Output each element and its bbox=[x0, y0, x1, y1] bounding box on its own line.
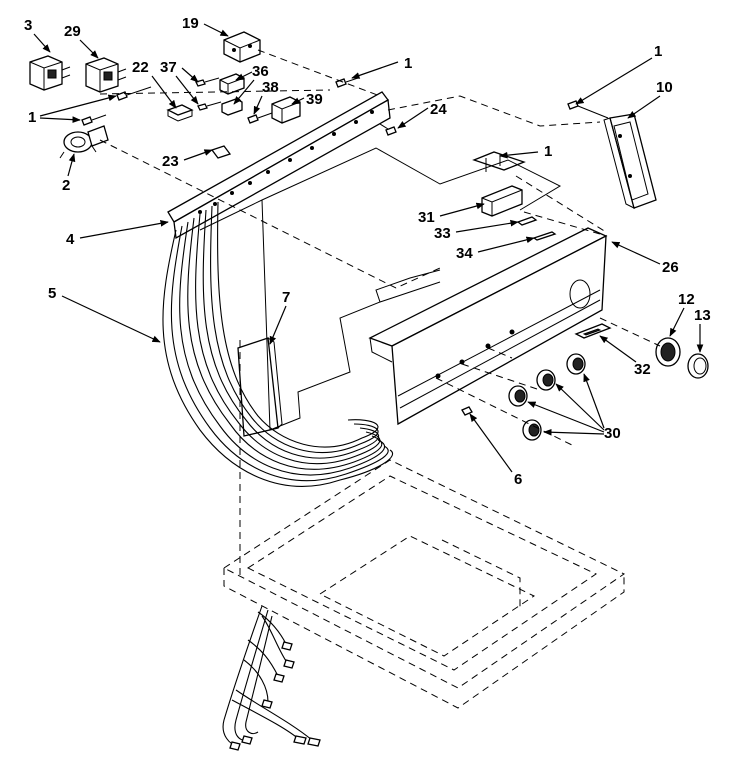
rear-shroud-part-7 bbox=[237, 337, 283, 437]
callout-24: 24 bbox=[430, 101, 447, 118]
callout-4: 4 bbox=[66, 231, 75, 248]
callout-2: 2 bbox=[62, 177, 70, 194]
callout-38: 38 bbox=[262, 79, 279, 96]
wire-harness-part-5 bbox=[162, 201, 393, 487]
knob-30b bbox=[536, 369, 556, 391]
callout-30: 30 bbox=[604, 425, 621, 442]
callout-37: 37 bbox=[160, 59, 177, 76]
knob-30d bbox=[522, 419, 542, 441]
console-body-outline bbox=[199, 147, 562, 431]
callout-7: 7 bbox=[282, 289, 290, 306]
screw-part-24 bbox=[379, 123, 397, 136]
callout-12: 12 bbox=[678, 291, 695, 308]
screw-part-6 bbox=[461, 406, 473, 416]
callout-labels: 3 29 19 22 37 36 38 39 1 24 1 23 2 1 10 bbox=[24, 15, 711, 488]
slide-part-32 bbox=[574, 323, 612, 339]
endcap-part-10 bbox=[603, 113, 657, 209]
callout-6: 6 bbox=[514, 471, 522, 488]
callout-33: 33 bbox=[434, 225, 451, 242]
callout-26: 26 bbox=[662, 259, 679, 276]
callout-31: 31 bbox=[418, 209, 435, 226]
bracket-part-22 bbox=[166, 104, 194, 122]
callout-5: 5 bbox=[48, 285, 56, 302]
callout-32: 32 bbox=[634, 361, 651, 378]
callout-29: 29 bbox=[64, 23, 81, 40]
knob-30c bbox=[508, 385, 528, 407]
clip-part-34 bbox=[532, 231, 557, 241]
screw-part-1-top bbox=[335, 77, 359, 88]
knob-part-13 bbox=[687, 353, 709, 379]
callout-39: 39 bbox=[306, 91, 323, 108]
screws-part-37 bbox=[195, 77, 222, 111]
screw-part-38 bbox=[247, 112, 273, 124]
clip-part-23 bbox=[210, 145, 232, 159]
wire-harness-lower bbox=[222, 605, 321, 751]
switch-part-29 bbox=[85, 57, 127, 93]
callout-36: 36 bbox=[252, 63, 269, 80]
callout-1-right: 1 bbox=[654, 43, 662, 60]
bracket-part-19 bbox=[223, 31, 261, 63]
switch-part-2 bbox=[59, 125, 109, 159]
callout-13: 13 bbox=[694, 307, 711, 324]
callout-1-left: 1 bbox=[28, 109, 36, 126]
callout-23: 23 bbox=[162, 153, 179, 170]
bracket-part-31 bbox=[472, 151, 526, 217]
clip-part-33 bbox=[516, 216, 538, 226]
callout-10: 10 bbox=[656, 79, 673, 96]
tub-base-dashed bbox=[223, 459, 625, 709]
knob-30a bbox=[566, 353, 586, 375]
assembly-dashed-lines bbox=[99, 49, 661, 580]
console-panel-part-26 bbox=[368, 227, 608, 426]
bracket-part-36 bbox=[219, 73, 245, 116]
knobs-part-30 bbox=[508, 353, 586, 441]
callout-34: 34 bbox=[456, 245, 473, 262]
callout-3: 3 bbox=[24, 17, 32, 34]
knob-bezel-part-12 bbox=[655, 337, 681, 367]
bracket-part-39 bbox=[271, 96, 301, 124]
screws-part-1-left bbox=[81, 86, 152, 126]
callout-22: 22 bbox=[132, 59, 149, 76]
callout-1-mid-right: 1 bbox=[544, 143, 552, 160]
callout-19: 19 bbox=[182, 15, 199, 32]
callout-1-top-center: 1 bbox=[404, 55, 412, 72]
switch-part-3 bbox=[29, 55, 71, 91]
screw-part-1-right bbox=[567, 100, 609, 119]
